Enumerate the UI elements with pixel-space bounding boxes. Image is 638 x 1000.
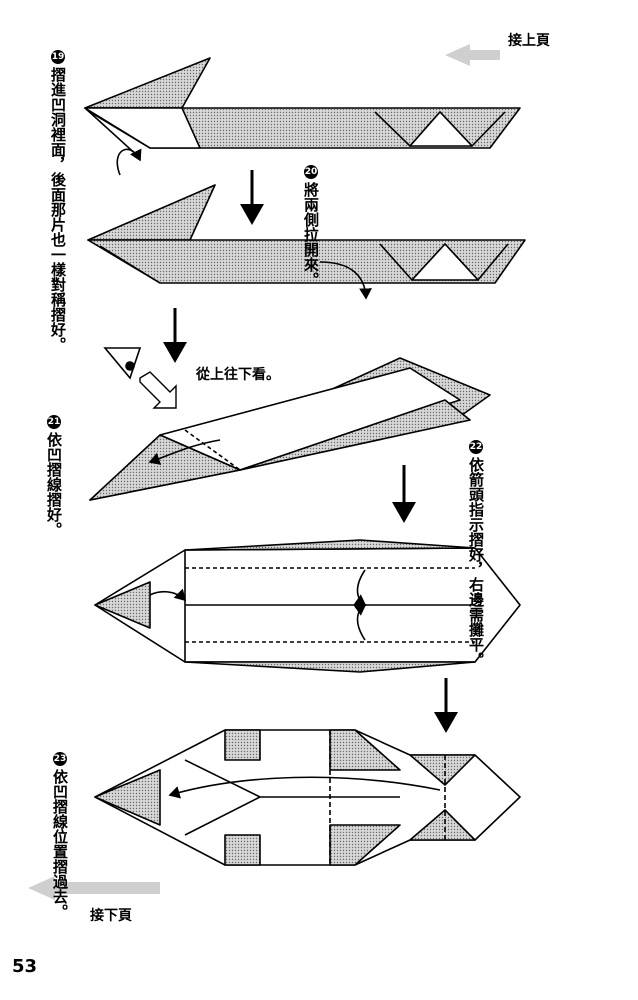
step-22-model <box>94 539 521 673</box>
step-20-number: 20 <box>304 165 318 179</box>
step-21-number: 21 <box>47 415 61 429</box>
step-22-number: 22 <box>469 440 483 454</box>
view-note: 從上往下看。 <box>196 367 280 383</box>
continue-from-label: 接上頁 <box>508 33 550 49</box>
eye-icon <box>103 347 142 380</box>
step-23-number: 23 <box>53 752 67 766</box>
continue-from-arrow <box>445 44 500 66</box>
continue-to-label: 接下頁 <box>90 908 132 924</box>
step-19-text: 19摺進凹洞裡面，後面那片也一樣對稱摺好。 <box>49 50 67 352</box>
step-21-text: 21依凹摺線摺好。 <box>45 415 63 537</box>
step-23-model <box>94 729 521 866</box>
step-22-text: 22依箭頭指示摺好，右邊需攤平。 <box>467 440 485 667</box>
step-20-model <box>87 184 526 300</box>
page-number: 53 <box>12 956 38 977</box>
step-20-text: 20將兩側拉開來。 <box>302 165 320 287</box>
view-direction-arrow <box>139 371 177 409</box>
step-19-number: 19 <box>51 50 65 64</box>
step-19-model <box>84 57 521 176</box>
continue-to-arrow <box>28 876 160 900</box>
step-21-model <box>89 357 491 501</box>
step-23-text: 23依凹摺線位置摺過去。 <box>51 752 69 919</box>
